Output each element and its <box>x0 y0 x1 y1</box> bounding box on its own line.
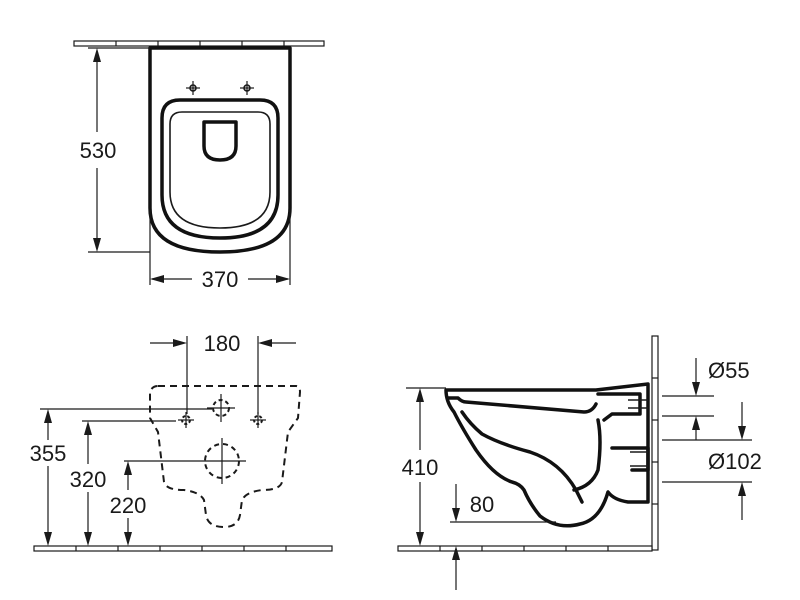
side-view-wall <box>651 335 659 551</box>
front-view-floor <box>33 545 333 552</box>
top-view-flush-opening <box>202 120 238 162</box>
height-320-label: 320 <box>70 467 107 492</box>
top-view-bowl-outline <box>148 46 292 254</box>
top-view-wall <box>73 40 325 47</box>
front-view: 180 355 320 220 <box>30 331 333 552</box>
dimension-530: 530 <box>80 47 150 253</box>
rim-height-label: 410 <box>402 455 439 480</box>
dimension-180: 180 <box>150 331 296 414</box>
inlet-connector <box>596 392 642 422</box>
inlet-diameter-label: Ø55 <box>708 358 750 383</box>
dimension-220: 220 <box>110 461 147 546</box>
top-view-seat-inner <box>169 111 271 229</box>
front-view-fixture-outline <box>149 385 302 529</box>
dimension-370: 370 <box>149 210 291 292</box>
hinge-point-icon <box>240 81 254 95</box>
depth-label: 530 <box>80 138 117 163</box>
dimension-355: 355 <box>30 409 67 546</box>
outlet-height-label: 80 <box>470 492 494 517</box>
height-355-label: 355 <box>30 441 67 466</box>
fixing-point-icon <box>178 412 194 428</box>
dimension-410: 410 <box>402 387 446 546</box>
top-view-seat <box>160 98 280 240</box>
top-view: 530 370 <box>73 40 325 292</box>
width-label: 370 <box>202 267 239 292</box>
outlet-diameter-label: Ø102 <box>708 449 762 474</box>
fixing-point-icon <box>207 394 235 422</box>
side-view-floor <box>397 545 653 552</box>
side-view-trap <box>572 418 602 492</box>
side-view-bowl-inner <box>460 410 584 504</box>
outlet-connector <box>610 446 650 472</box>
side-view: 410 80 Ø55 Ø102 <box>397 335 762 590</box>
side-view-rim <box>446 396 598 414</box>
dimension-diameter-102: Ø102 <box>662 402 762 520</box>
dimension-80: 80 <box>450 484 556 590</box>
drain-opening-icon <box>198 438 246 484</box>
dimension-320: 320 <box>70 421 107 546</box>
hinge-point-icon <box>186 81 200 95</box>
fixing-point-icon <box>250 412 266 428</box>
side-view-bowl-outline <box>444 382 650 528</box>
dimension-diameter-55: Ø55 <box>662 358 750 440</box>
bolt-spacing-label: 180 <box>204 331 241 356</box>
height-220-label: 220 <box>110 493 147 518</box>
